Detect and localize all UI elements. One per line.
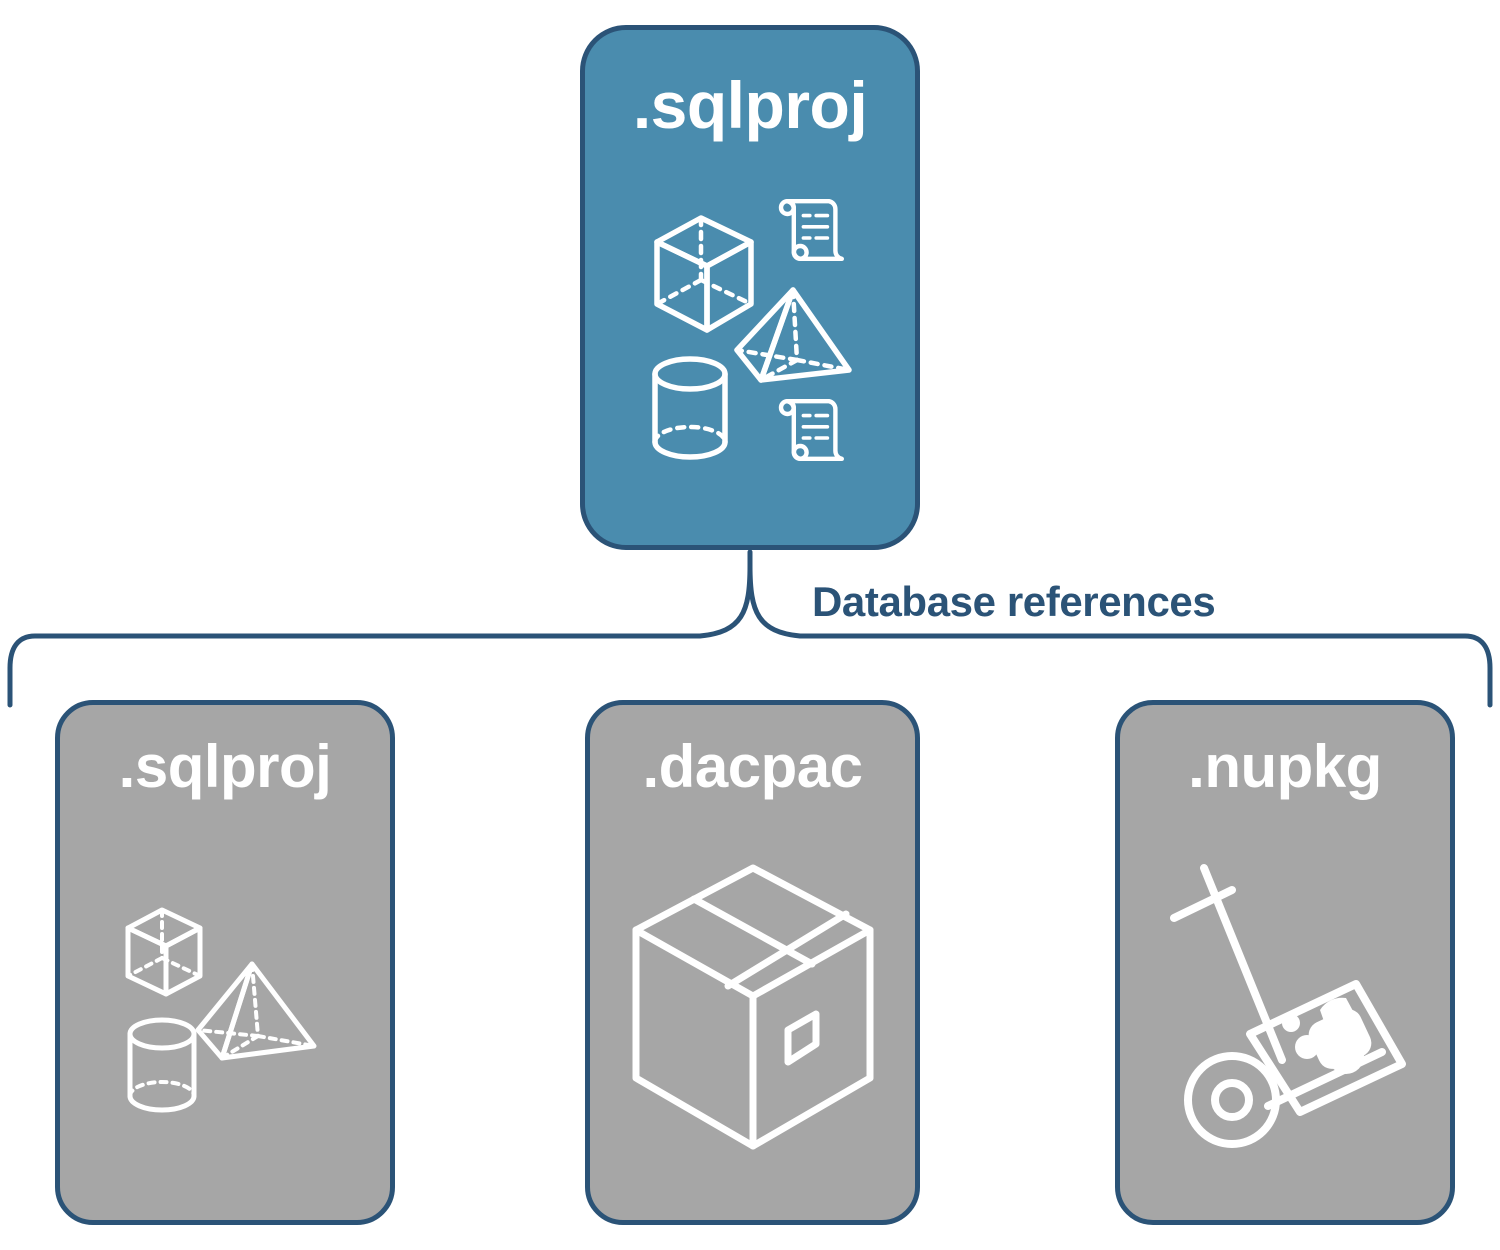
nuget-package-icon [1246,979,1406,1116]
cube-icon [654,214,754,333]
node-artwork [590,793,915,1220]
database-objects-artwork [125,907,316,1112]
hand-truck-artwork [1170,863,1406,1148]
hand-truck-icon [1170,863,1386,1148]
scroll-icon [778,198,845,261]
cylinder-icon [652,355,728,460]
database-objects-artwork [652,198,852,461]
connector-label: Database references [812,578,1216,625]
brace-left [7,563,753,708]
pyramid-icon [195,961,316,1060]
node-artwork [60,793,390,1220]
node-title: .dacpac [642,733,863,800]
node-artwork [1120,793,1450,1220]
node-artwork [585,132,915,545]
cube-icon [125,907,202,996]
node-nupkg-reference[interactable]: .nupkg [1115,700,1455,1225]
node-sqlproj-project[interactable]: .sqlproj [580,25,920,550]
cylinder-icon [127,1017,196,1112]
scroll-icon [778,398,845,461]
pyramid-icon [734,286,852,383]
node-sqlproj-reference[interactable]: .sqlproj [55,700,395,1225]
node-title: .sqlproj [118,733,332,800]
node-title: .sqlproj [632,68,868,142]
package-box-icon [632,864,873,1149]
package-box-artwork [632,864,873,1149]
node-dacpac-reference[interactable]: .dacpac [585,700,920,1225]
node-title: .nupkg [1188,733,1382,800]
